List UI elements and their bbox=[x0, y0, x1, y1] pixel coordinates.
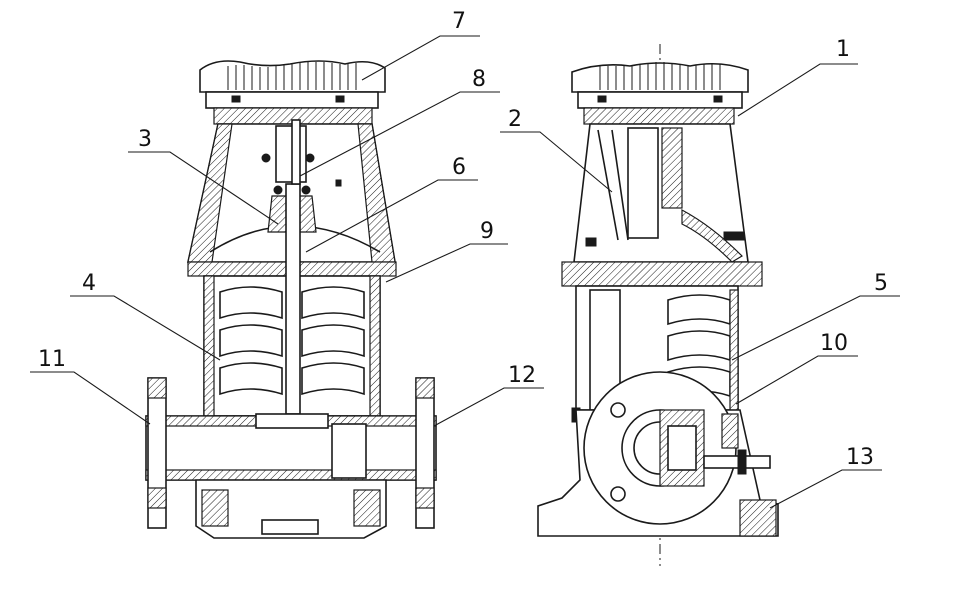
callout-10: 10 bbox=[820, 331, 848, 356]
right-pump-view bbox=[537, 44, 779, 566]
right-motor-cover bbox=[571, 62, 749, 125]
right-flange-ring bbox=[561, 261, 763, 287]
leader-10 bbox=[735, 355, 858, 405]
leader-6 bbox=[305, 179, 478, 253]
callout-4: 4 bbox=[82, 271, 96, 296]
callout-9: 9 bbox=[480, 219, 494, 244]
leader-13 bbox=[769, 469, 882, 509]
leader-8 bbox=[299, 91, 500, 177]
callout-6: 6 bbox=[452, 155, 466, 180]
leader-3 bbox=[128, 151, 279, 225]
callout-7: 7 bbox=[452, 9, 466, 34]
leader-5 bbox=[731, 295, 900, 361]
right-lantern-bracket bbox=[573, 123, 749, 263]
leader-7 bbox=[361, 35, 480, 81]
right-base bbox=[537, 371, 779, 537]
callout-1: 1 bbox=[836, 37, 850, 62]
callout-2: 2 bbox=[508, 107, 522, 132]
callout-8: 8 bbox=[472, 67, 486, 92]
leader-2 bbox=[500, 131, 613, 193]
callout-13: 13 bbox=[846, 445, 874, 470]
left-motor-cover bbox=[199, 60, 386, 125]
leader-1 bbox=[737, 63, 858, 117]
leader-9 bbox=[385, 243, 508, 283]
callout-5: 5 bbox=[874, 271, 888, 296]
callout-3: 3 bbox=[138, 127, 152, 152]
callout-12: 12 bbox=[508, 363, 536, 388]
leader-4 bbox=[70, 295, 221, 361]
leader-lines bbox=[30, 35, 900, 509]
left-pump-view bbox=[145, 60, 437, 539]
leader-12 bbox=[433, 387, 544, 427]
callout-labels: 1 2 3 4 5 6 7 8 9 10 11 12 13 bbox=[38, 9, 888, 470]
callout-11: 11 bbox=[38, 347, 66, 372]
left-base bbox=[145, 377, 437, 539]
leader-11 bbox=[30, 371, 151, 425]
